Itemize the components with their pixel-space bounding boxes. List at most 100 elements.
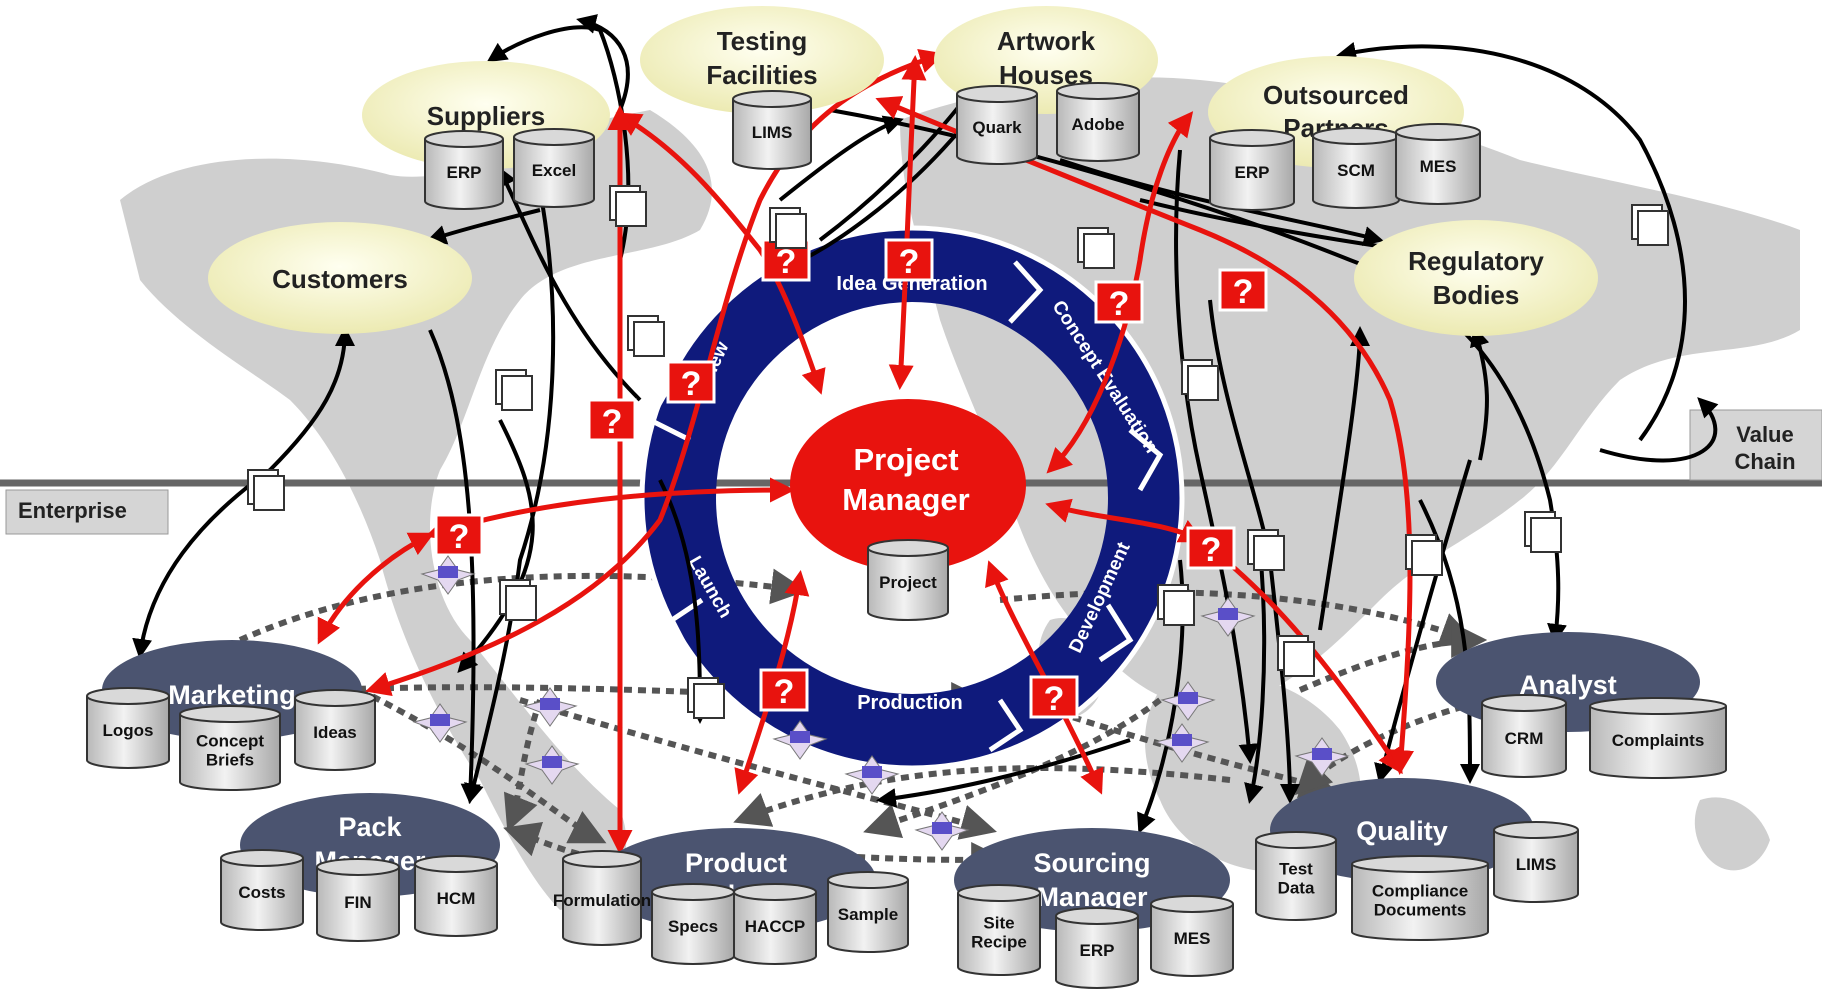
document-icon bbox=[1157, 584, 1195, 626]
node-title-line1: Regulatory bbox=[1408, 246, 1544, 276]
document-icon bbox=[769, 207, 807, 249]
computer-icon bbox=[420, 555, 476, 595]
document-icon bbox=[1631, 204, 1669, 246]
database-label: Recipe bbox=[971, 933, 1027, 952]
database-label: Test bbox=[1279, 860, 1313, 879]
document-icons bbox=[247, 185, 1669, 719]
database-cylinder: Complaints bbox=[1589, 697, 1727, 779]
cycle-production: Production bbox=[857, 692, 963, 714]
database-cylinder: FIN bbox=[316, 858, 400, 942]
project-manager-hub: Project Manager bbox=[790, 399, 1026, 571]
question-mark-text: ? bbox=[681, 365, 702, 403]
question-marker-9: ? bbox=[759, 668, 809, 712]
node-title-line2: Bodies bbox=[1433, 280, 1520, 310]
node-title-line1: Pack bbox=[338, 812, 402, 842]
question-marker-5: ? bbox=[666, 360, 716, 404]
project-manager-title-line1: Project bbox=[853, 442, 958, 477]
database-cylinder: Logos bbox=[86, 687, 170, 769]
document-icon bbox=[247, 469, 285, 511]
enterprise-label-box bbox=[5, 489, 169, 535]
value-chain-label-line1: Value bbox=[1736, 422, 1793, 447]
database-cylinder: LIMS bbox=[1493, 821, 1579, 903]
database-label: MES bbox=[1174, 929, 1211, 948]
database-cylinder: ERP bbox=[1055, 907, 1139, 989]
question-mark-text: ? bbox=[1044, 680, 1065, 718]
computer-icon bbox=[1200, 597, 1256, 637]
database-label: LIMS bbox=[752, 123, 793, 142]
database-label: LIMS bbox=[1516, 855, 1557, 874]
document-icon bbox=[627, 315, 665, 357]
document-icon bbox=[1181, 359, 1219, 401]
document-icon bbox=[1277, 635, 1315, 677]
database-label: Data bbox=[1278, 879, 1315, 898]
document-icon bbox=[1524, 511, 1562, 553]
database-label: Quark bbox=[972, 118, 1022, 137]
computer-icon bbox=[772, 720, 828, 760]
enterprise-value-chain-band: Enterprise Value Chain bbox=[0, 409, 1822, 535]
database-cylinder: MES bbox=[1150, 895, 1234, 977]
database-label: ERP bbox=[447, 163, 482, 182]
computer-icon bbox=[522, 687, 578, 727]
node-regulatory-bodies: Regulatory Bodies bbox=[1354, 220, 1598, 336]
question-marker-4: ? bbox=[1218, 268, 1268, 312]
database-cylinder: ERP bbox=[424, 130, 504, 210]
node-title-line1: Quality bbox=[1356, 816, 1448, 846]
node-title-line1: Product bbox=[685, 848, 787, 878]
question-marker-7: ? bbox=[434, 513, 484, 557]
database-label: Concept bbox=[196, 732, 264, 751]
document-icon bbox=[495, 369, 533, 411]
document-icon bbox=[687, 677, 725, 719]
database-label: Project bbox=[879, 573, 937, 592]
database-cylinder: Ideas bbox=[294, 689, 376, 771]
node-title-line1: Outsourced bbox=[1263, 80, 1409, 110]
question-marker-10: ? bbox=[1029, 675, 1079, 719]
database-label: Specs bbox=[668, 917, 718, 936]
computer-icon bbox=[844, 755, 900, 795]
question-mark-text: ? bbox=[1233, 273, 1254, 311]
node-title-line1: Marketing bbox=[168, 680, 296, 710]
database-label: FIN bbox=[344, 893, 371, 912]
node-title-line1: Sourcing bbox=[1033, 848, 1150, 878]
database-cylinder: Project bbox=[867, 539, 949, 621]
question-mark-text: ? bbox=[1109, 285, 1130, 323]
value-chain-label-line2: Chain bbox=[1734, 449, 1795, 474]
database-cylinder: Excel bbox=[513, 128, 595, 208]
database-label: Logos bbox=[103, 721, 154, 740]
database-cylinder: HCM bbox=[414, 855, 498, 937]
computer-icon bbox=[914, 811, 970, 851]
database-cylinder: HACCP bbox=[733, 883, 817, 965]
node-title-line2: Manager bbox=[1036, 882, 1148, 912]
enterprise-label: Enterprise bbox=[18, 498, 127, 523]
database-label: HCM bbox=[437, 889, 476, 908]
question-marker-8: ? bbox=[1186, 526, 1236, 570]
database-label: Costs bbox=[238, 883, 285, 902]
database-cylinder: MES bbox=[1395, 123, 1481, 205]
database-label: Documents bbox=[1374, 901, 1467, 920]
question-marker-6: ? bbox=[587, 398, 637, 442]
question-mark-text: ? bbox=[449, 518, 470, 556]
database-cylinder: LIMS bbox=[732, 90, 812, 170]
node-title-line1: Artwork bbox=[997, 26, 1096, 56]
document-icon bbox=[499, 579, 537, 621]
document-icon bbox=[1405, 534, 1443, 576]
computer-icon bbox=[412, 703, 468, 743]
database-cylinder: CRM bbox=[1481, 694, 1567, 778]
database-label: Ideas bbox=[313, 723, 356, 742]
node-title-line1: Suppliers bbox=[427, 101, 545, 131]
question-marker-2: ? bbox=[884, 238, 934, 282]
database-label: Compliance bbox=[1372, 882, 1468, 901]
question-mark-text: ? bbox=[899, 243, 920, 281]
database-cylinder: SCM bbox=[1312, 127, 1400, 209]
computer-icon bbox=[1154, 723, 1210, 763]
database-label: Complaints bbox=[1612, 731, 1705, 750]
computer-icon bbox=[1160, 681, 1216, 721]
document-icon bbox=[1077, 227, 1115, 269]
node-title-line2: Facilities bbox=[706, 60, 817, 90]
document-icon bbox=[609, 185, 647, 227]
document-icon bbox=[1247, 529, 1285, 571]
database-cylinder: Sample bbox=[827, 871, 909, 953]
computer-icon bbox=[1294, 737, 1350, 777]
